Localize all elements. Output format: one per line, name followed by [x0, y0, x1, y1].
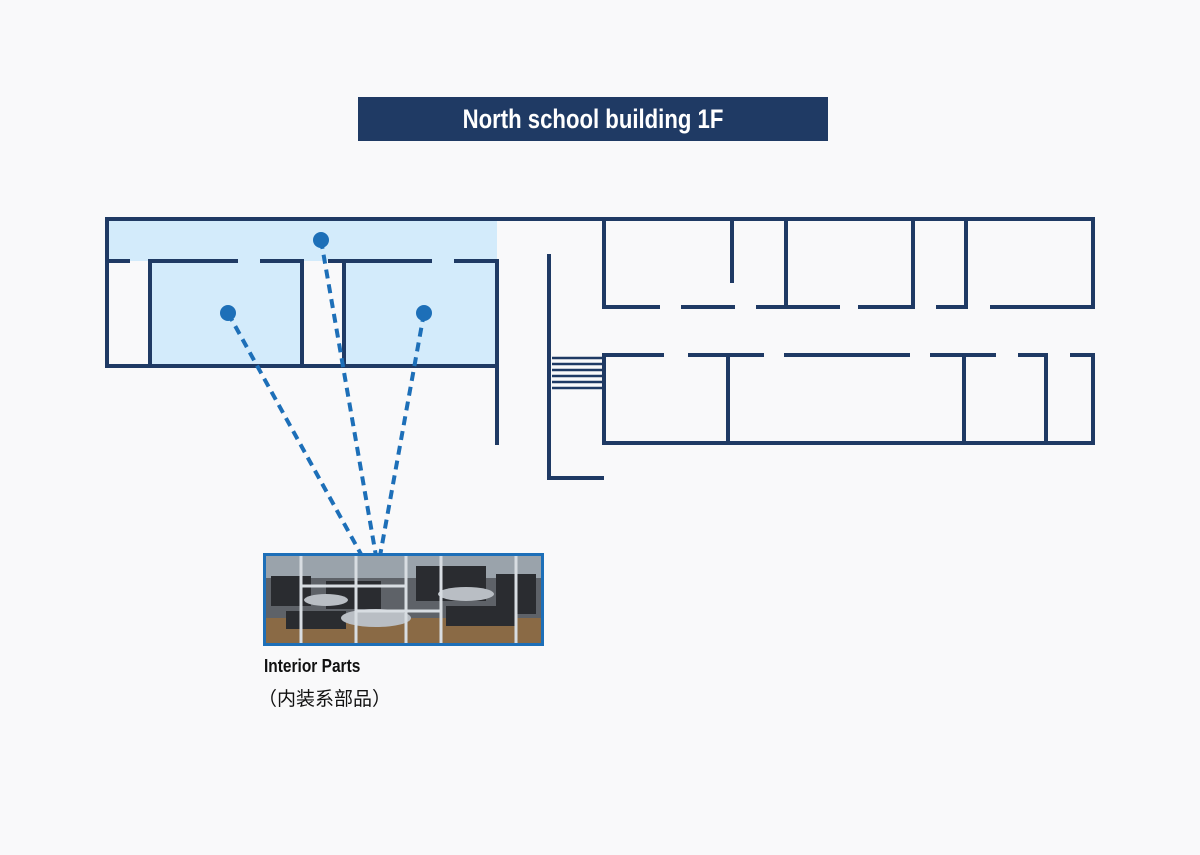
photo-label-text: Interior Parts: [264, 656, 361, 676]
marker-right-room: [416, 305, 432, 321]
callout-lines: [226, 239, 426, 557]
photo-thumbnail[interactable]: [263, 553, 544, 646]
wall-segment-13: [602, 217, 660, 309]
wall-segment-30: [602, 353, 1095, 445]
stairs: [552, 356, 602, 390]
highlight-room-1: [107, 219, 497, 261]
walls: [105, 217, 1095, 480]
wall-segment-12: [547, 254, 604, 480]
photo-sublabel: （内装系部品）: [258, 689, 392, 710]
page-title: North school building 1F: [358, 97, 828, 141]
photo-of-stored-parts-icon: [266, 556, 541, 643]
photo-label: Interior Parts: [264, 656, 376, 677]
page-title-text: North school building 1F: [462, 103, 724, 134]
callout-line-1: [319, 239, 378, 557]
callout-line-3: [378, 312, 426, 557]
callout-line-2: [226, 312, 364, 557]
location-markers: [220, 232, 432, 321]
marker-top-room: [313, 232, 329, 248]
marker-left-room: [220, 305, 236, 321]
